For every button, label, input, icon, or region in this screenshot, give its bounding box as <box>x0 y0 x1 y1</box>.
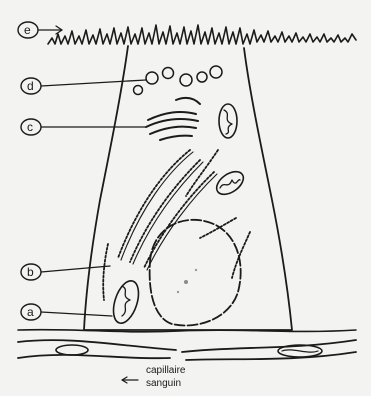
label-a-text: a <box>27 305 34 319</box>
label-c-text: c <box>27 120 33 134</box>
label-d-text: d <box>27 79 34 93</box>
label-b-text: b <box>27 265 34 279</box>
caption-line-1: capillaire <box>146 365 186 376</box>
nucleolus <box>184 280 188 284</box>
label-e-text: e <box>24 23 31 37</box>
caption-line-2: sanguin <box>146 378 181 389</box>
